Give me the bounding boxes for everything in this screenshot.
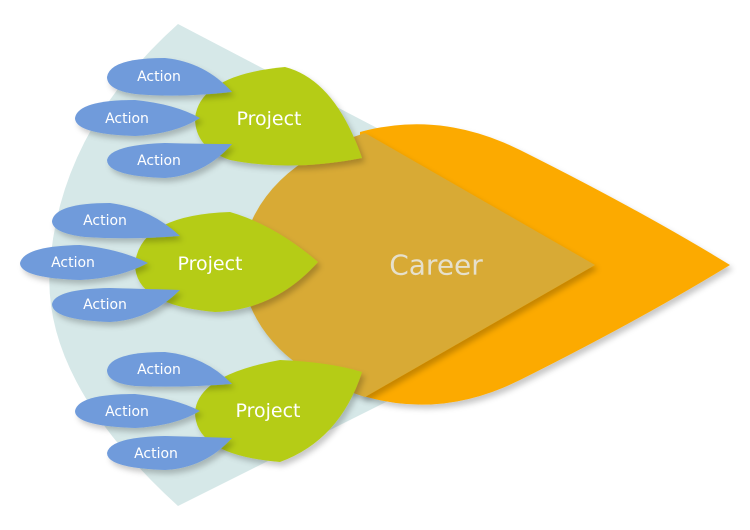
action-shape-3-1[interactable] xyxy=(107,352,232,387)
project-shape-3 xyxy=(195,360,362,462)
career-inner-shape xyxy=(240,133,595,397)
action-shape-1-2[interactable] xyxy=(75,100,200,136)
action-shape-1-1[interactable] xyxy=(107,58,232,96)
action-shape-3-3[interactable] xyxy=(107,436,232,470)
action-shape-3-2[interactable] xyxy=(75,394,200,428)
action-shape-2-1[interactable] xyxy=(52,203,180,239)
action-shape-2-3[interactable] xyxy=(52,288,180,322)
action-shape-1-3[interactable] xyxy=(107,143,232,178)
action-shape-2-2[interactable] xyxy=(20,245,148,280)
project-shape-2 xyxy=(135,212,318,312)
project-shape-1 xyxy=(195,67,362,166)
